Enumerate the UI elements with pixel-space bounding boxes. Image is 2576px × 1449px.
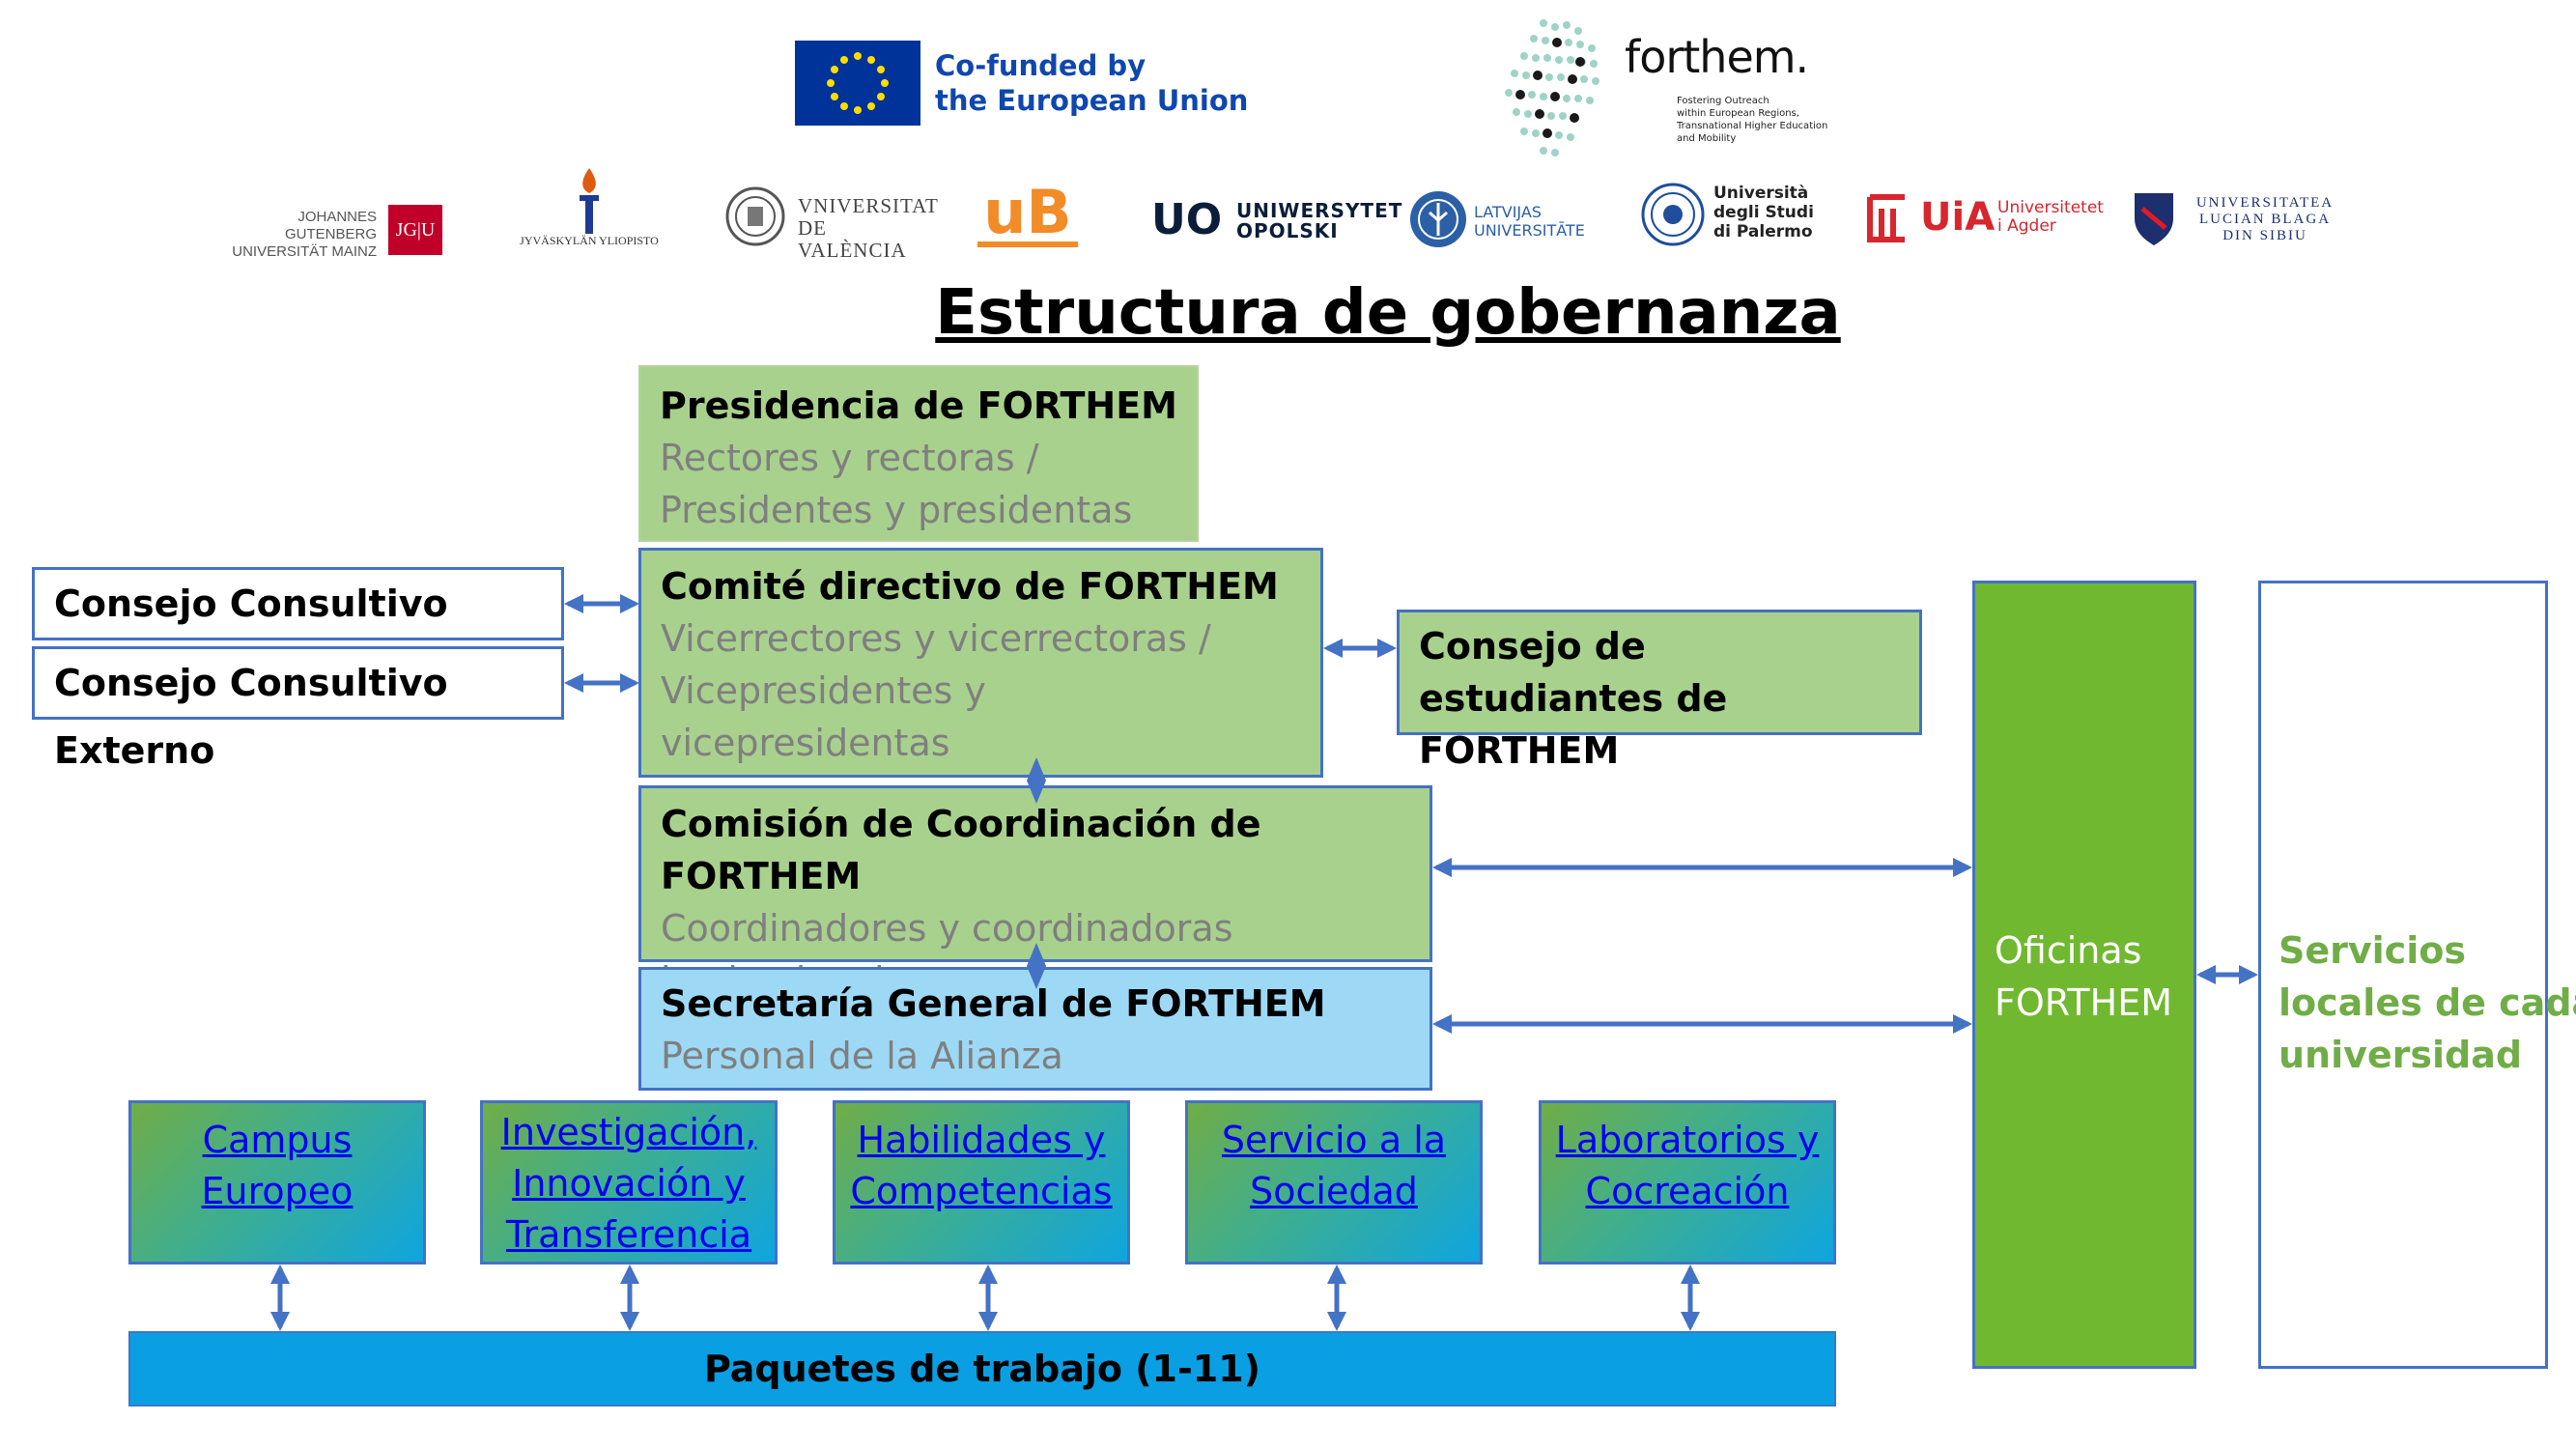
- mainz-line: JOHANNES GUTENBERG: [284, 209, 377, 242]
- paquetes-bar: Paquetes de trabajo (1-11): [128, 1331, 1836, 1406]
- comision-box: Comisión de Coordinación de FORTHEM Coor…: [638, 785, 1432, 1002]
- area-investigacion[interactable]: Investigación, Innovación y Transferenci…: [480, 1100, 778, 1264]
- mainz-logo: JOHANNES GUTENBERG UNIVERSITÄT MAINZ JG|…: [205, 205, 444, 260]
- palermo-seal-icon: [1641, 183, 1705, 246]
- opole-line: OPOLSKI: [1236, 219, 1339, 242]
- servicios-line: locales de cada: [2279, 981, 2576, 1024]
- consejo-externo-box: Consejo Consultivo Externo: [32, 646, 564, 772]
- agder-line: Universitetet: [1997, 198, 2104, 217]
- latvia-line: LATVIJAS: [1474, 203, 1542, 221]
- page-title: Estructura de gobernanza: [935, 277, 1841, 349]
- agder-mark-icon: [1867, 194, 1905, 242]
- agder-line: i Agder: [1997, 216, 2056, 236]
- comite-title: Comité directivo de FORTHEM: [661, 565, 1279, 608]
- consejo-externo-label: Consejo Consultivo Externo: [54, 662, 448, 772]
- sibiu-line: UNIVERSITATEA: [2195, 195, 2335, 211]
- presidencia-box: Presidencia de FORTHEM Rectores y rector…: [638, 365, 1199, 542]
- area-link-line[interactable]: Competencias: [850, 1170, 1113, 1212]
- area-link-line[interactable]: Investigación,: [500, 1111, 757, 1153]
- area-link-line[interactable]: Transferencia: [505, 1213, 752, 1256]
- valencia-logo: VNIVERSITAT DE VALÈNCIA: [724, 185, 938, 262]
- secretaria-line: Personal de la Alianza: [661, 1035, 1063, 1077]
- area-habilidades[interactable]: Habilidades y Competencias: [833, 1100, 1130, 1264]
- tagline-line: Fostering Outreach: [1677, 96, 1769, 106]
- consejo-estudiantes-line: FORTHEM: [1419, 729, 1620, 772]
- area-campus-europeo[interactable]: Campus Europeo: [128, 1100, 426, 1264]
- tagline-line: Transnational Higher Education: [1677, 121, 1828, 131]
- eu-line-1: Co-funded by: [935, 49, 1146, 82]
- tagline-line: and Mobility: [1677, 133, 1737, 144]
- jyvaskyla-name: JYVÄSKYLÄN YLIOPISTO: [520, 234, 659, 247]
- servicios-line: universidad: [2279, 1034, 2523, 1076]
- servicios-box: Servicios locales de cada universidad: [2258, 581, 2576, 1369]
- opole-mark: UO: [1151, 195, 1223, 244]
- area-link-line[interactable]: Innovación y: [512, 1162, 746, 1205]
- presidencia-line: Rectores y rectoras /: [660, 437, 1039, 479]
- presidencia-title: Presidencia de FORTHEM: [660, 384, 1177, 427]
- eu-cofunded-text: Co-funded by the European Union: [935, 48, 1248, 118]
- palermo-logo: Università degli Studi di Palermo: [1640, 182, 1814, 255]
- oficinas-line: FORTHEM: [1995, 981, 2172, 1024]
- eu-stars-icon: [827, 52, 889, 114]
- forthem-map-icon: [1505, 19, 1599, 156]
- comite-line: Vicerrectores y vicerrectoras /: [661, 617, 1211, 660]
- consejo-interno-box: Consejo Consultivo Interno: [32, 567, 564, 693]
- sibiu-logo: UNIVERSITATEA LUCIAN BLAGA DIN SIBIU: [2131, 189, 2353, 249]
- forthem-map-logo: [1495, 14, 1630, 158]
- burgundy-logo: uB: [977, 180, 1078, 247]
- comision-title: Comisión de Coordinación de FORTHEM: [661, 803, 1261, 897]
- oficinas-box: Oficinas FORTHEM: [1972, 581, 2196, 1369]
- sibiu-line: DIN SIBIU: [2222, 228, 2307, 243]
- mainz-mark: JG|U: [388, 205, 442, 255]
- servicios-line: Servicios: [2279, 929, 2466, 972]
- valencia-line: VNIVERSITAT: [798, 194, 939, 217]
- secretaria-title: Secretaría General de FORTHEM: [661, 982, 1326, 1025]
- latvia-line: UNIVERSITĀTE: [1474, 221, 1585, 240]
- latvia-seal-icon: [1410, 191, 1466, 247]
- comite-box: Comité directivo de FORTHEM Vicerrectore…: [638, 548, 1323, 778]
- paquetes-label: Paquetes de trabajo (1-11): [703, 1348, 1261, 1390]
- palermo-line: Università: [1713, 184, 1809, 203]
- area-servicio-sociedad[interactable]: Servicio a la Sociedad: [1185, 1100, 1483, 1264]
- area-link-line[interactable]: Laboratorios y: [1555, 1119, 1820, 1161]
- consejo-estudiantes-line: Consejo de estudiantes de: [1419, 625, 1728, 720]
- sibiu-line: LUCIAN BLAGA: [2198, 212, 2332, 227]
- torch-icon: [580, 168, 599, 234]
- eu-logo: [795, 41, 920, 126]
- opole-line: UNIWERSYTET: [1236, 199, 1403, 222]
- comision-line: Coordinadores y coordinadoras: [661, 907, 1233, 950]
- mainz-line: UNIVERSITÄT MAINZ: [232, 243, 377, 260]
- oficinas-line: Oficinas: [1995, 929, 2142, 972]
- comite-line: Vicepresidentes y: [661, 669, 986, 712]
- sibiu-shield-icon: [2135, 193, 2173, 245]
- consejo-estudiantes-box: Consejo de estudiantes de FORTHEM: [1397, 610, 1922, 772]
- area-laboratorios[interactable]: Laboratorios y Cocreación: [1539, 1100, 1836, 1264]
- area-link-line[interactable]: Sociedad: [1250, 1170, 1418, 1212]
- area-link-line[interactable]: Cocreación: [1585, 1170, 1790, 1212]
- eu-line-2: the European Union: [935, 84, 1249, 117]
- palermo-line: di Palermo: [1713, 222, 1813, 242]
- jyvaskyla-logo: JYVÄSKYLÄN YLIOPISTO: [512, 164, 666, 251]
- presidencia-line: Presidentes y presidentas: [660, 489, 1133, 531]
- tagline-line: within European Regions,: [1677, 108, 1799, 119]
- agder-logo: UiA Universitetet i Agder: [1862, 189, 2113, 249]
- latvia-logo: LATVIJAS UNIVERSITĀTE: [1408, 189, 1588, 253]
- secretaria-box: Secretaría General de FORTHEM Personal d…: [638, 967, 1432, 1091]
- valencia-seal-icon: [725, 186, 785, 246]
- palermo-line: degli Studi: [1713, 203, 1814, 222]
- area-link-line[interactable]: Habilidades y: [857, 1119, 1106, 1161]
- valencia-line: DE VALÈNCIA: [798, 216, 907, 262]
- area-link-line[interactable]: Servicio a la: [1221, 1119, 1447, 1161]
- forthem-tagline: Fostering Outreach within European Regio…: [1677, 95, 1827, 145]
- area-link-line[interactable]: Campus: [202, 1119, 353, 1161]
- opole-logo: UO UNIWERSYTET OPOLSKI: [1151, 195, 1401, 247]
- agder-mark: UiA: [1920, 195, 1996, 240]
- comite-line: vicepresidentas: [661, 722, 950, 764]
- forthem-brand: forthem.: [1625, 31, 1809, 83]
- area-link-line[interactable]: Europeo: [201, 1170, 354, 1212]
